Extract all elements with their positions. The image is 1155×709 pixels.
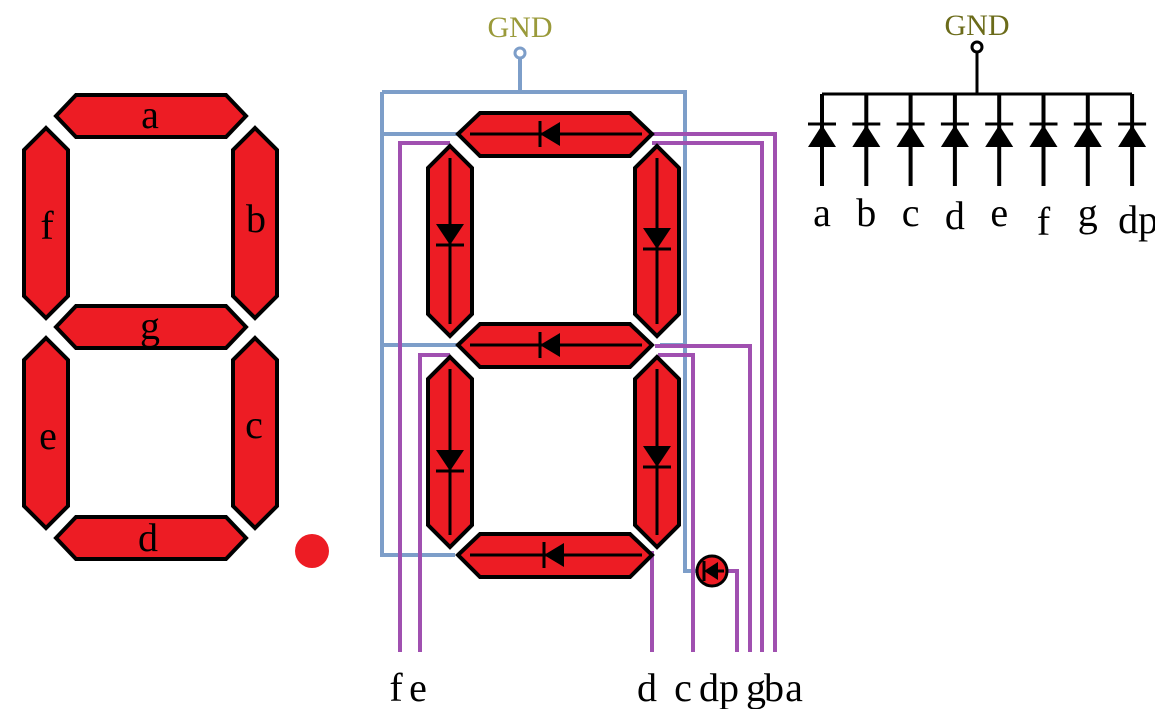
left-decimal-point bbox=[295, 534, 329, 568]
diode-icon-d bbox=[940, 94, 969, 186]
left-label-g: g bbox=[140, 303, 160, 348]
diode-icon-c bbox=[896, 94, 925, 186]
left-label-b: b bbox=[246, 196, 266, 241]
wire-f bbox=[398, 141, 450, 652]
diode-icon-f bbox=[1029, 94, 1058, 186]
wire-c bbox=[658, 353, 695, 652]
left-label-f: f bbox=[40, 203, 54, 248]
left-label-d: d bbox=[138, 515, 158, 560]
right-pin-label-g: g bbox=[1078, 190, 1098, 235]
left-segment-g bbox=[53, 304, 249, 350]
left-label-c: c bbox=[245, 402, 263, 447]
wire-dp bbox=[727, 569, 739, 652]
middle-gnd-terminal bbox=[513, 46, 527, 60]
diode-icon-dp bbox=[1118, 94, 1147, 186]
middle-gnd-label: GND bbox=[488, 11, 553, 44]
left-segment-e bbox=[22, 335, 70, 531]
diode-icon-c bbox=[643, 369, 671, 535]
left-segment-b bbox=[231, 125, 279, 321]
right-pin-label-d: d bbox=[945, 193, 965, 238]
left-segment-c bbox=[231, 335, 279, 531]
diode-icon-d bbox=[470, 542, 642, 568]
diode-icon-b bbox=[852, 94, 881, 186]
pin-label-dp: dp bbox=[699, 665, 739, 709]
left-segment-d bbox=[53, 515, 249, 561]
pin-label-c: c bbox=[674, 665, 692, 709]
right-pin-label-b: b bbox=[856, 190, 876, 235]
wire-g bbox=[655, 344, 752, 652]
diode-icon-a bbox=[470, 121, 642, 147]
diode-icon-g bbox=[470, 332, 642, 358]
diode-icon-f bbox=[436, 158, 464, 324]
right-pin-label-a: a bbox=[813, 190, 831, 235]
wire-a bbox=[652, 132, 777, 652]
right-gnd-label: GND bbox=[945, 9, 1010, 42]
right-pin-label-c: c bbox=[902, 190, 920, 235]
pin-label-a: a bbox=[785, 665, 803, 709]
right-pin-label-f: f bbox=[1037, 199, 1051, 244]
middle-decimal-point bbox=[695, 554, 729, 588]
pin-label-d: d bbox=[637, 665, 657, 709]
diode-icon-a bbox=[808, 94, 836, 186]
right-pin-label-dp: dp bbox=[1118, 197, 1155, 242]
segment-diode-icons bbox=[436, 121, 671, 568]
pin-label-e: e bbox=[409, 665, 427, 709]
wire-b bbox=[652, 141, 764, 652]
left-seven-segment-display: a b c d e f g bbox=[22, 92, 329, 568]
left-segment-f bbox=[22, 125, 70, 321]
left-segment-a bbox=[53, 93, 249, 139]
pin-label-b: b bbox=[764, 665, 784, 709]
diode-icon-e bbox=[436, 369, 464, 535]
right-pin-label-e: e bbox=[990, 190, 1008, 235]
wire-e bbox=[418, 353, 450, 652]
left-label-a: a bbox=[141, 92, 159, 137]
diode-icon-e bbox=[985, 94, 1014, 186]
pin-label-g: g bbox=[746, 665, 766, 709]
left-label-e: e bbox=[39, 413, 57, 458]
right-diode-array bbox=[808, 94, 1147, 186]
segment-signal-wires bbox=[398, 132, 777, 652]
right-gnd-terminal bbox=[970, 40, 984, 54]
middle-pin-labels: f e d c dp g b a bbox=[389, 665, 803, 709]
diode-icon-b bbox=[643, 158, 671, 324]
pin-label-f: f bbox=[389, 665, 403, 709]
diode-icon-g bbox=[1073, 94, 1102, 186]
middle-wired-display: GND bbox=[380, 11, 803, 709]
